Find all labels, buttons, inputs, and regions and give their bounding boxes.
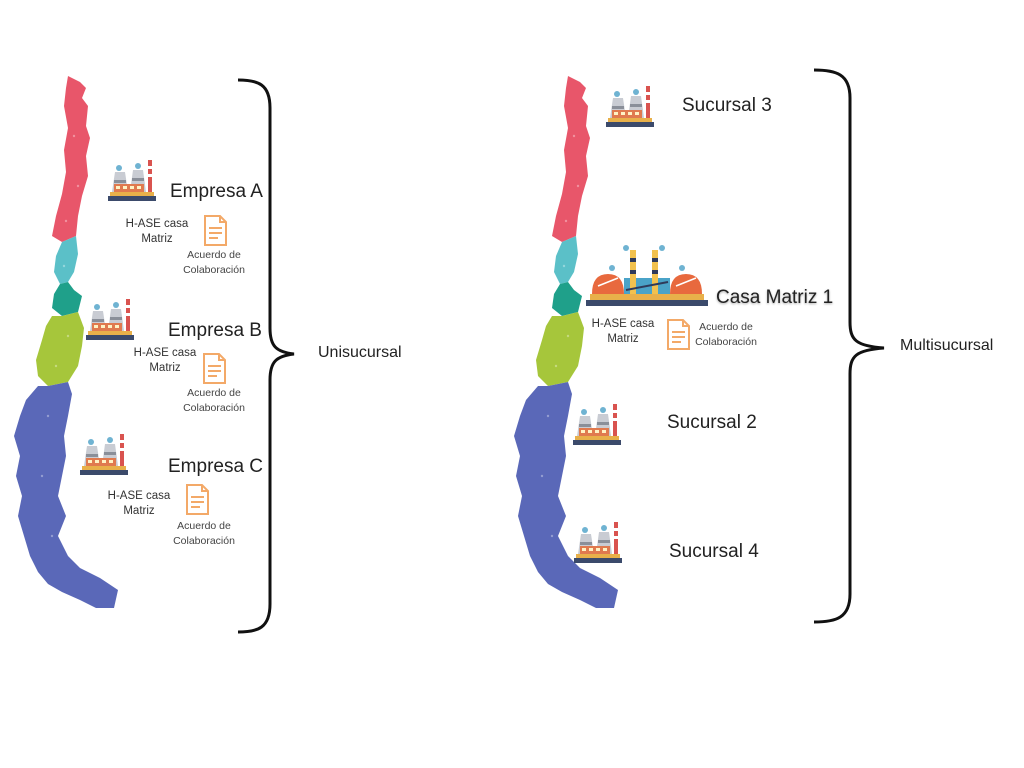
document-icon [186, 484, 209, 515]
headquarters-name: Casa Matriz 1 [716, 287, 834, 308]
industrial-plant-icon [586, 245, 708, 306]
branch-name: Sucursal 4 [669, 541, 759, 562]
factory-icon [86, 299, 134, 340]
chile-map-left [14, 76, 118, 608]
company-name: Empresa C [168, 456, 264, 477]
brace-left [237, 78, 295, 634]
factory-icon [80, 434, 128, 475]
branch-name: Sucursal 2 [667, 412, 757, 433]
factory-icon [606, 86, 654, 127]
factory-icon [108, 160, 156, 201]
company-name: Empresa A [170, 181, 263, 202]
brace-right [813, 68, 885, 624]
group-label-unisucursal: Unisucursal [318, 344, 402, 361]
factory-icon [573, 404, 621, 445]
document-icon [204, 215, 227, 246]
company-name: Empresa B [168, 320, 262, 341]
document-icon [203, 353, 226, 384]
group-label-multisucursal: Multisucursal [900, 337, 994, 354]
factory-icon [574, 522, 622, 563]
branch-name: Sucursal 3 [682, 95, 772, 116]
